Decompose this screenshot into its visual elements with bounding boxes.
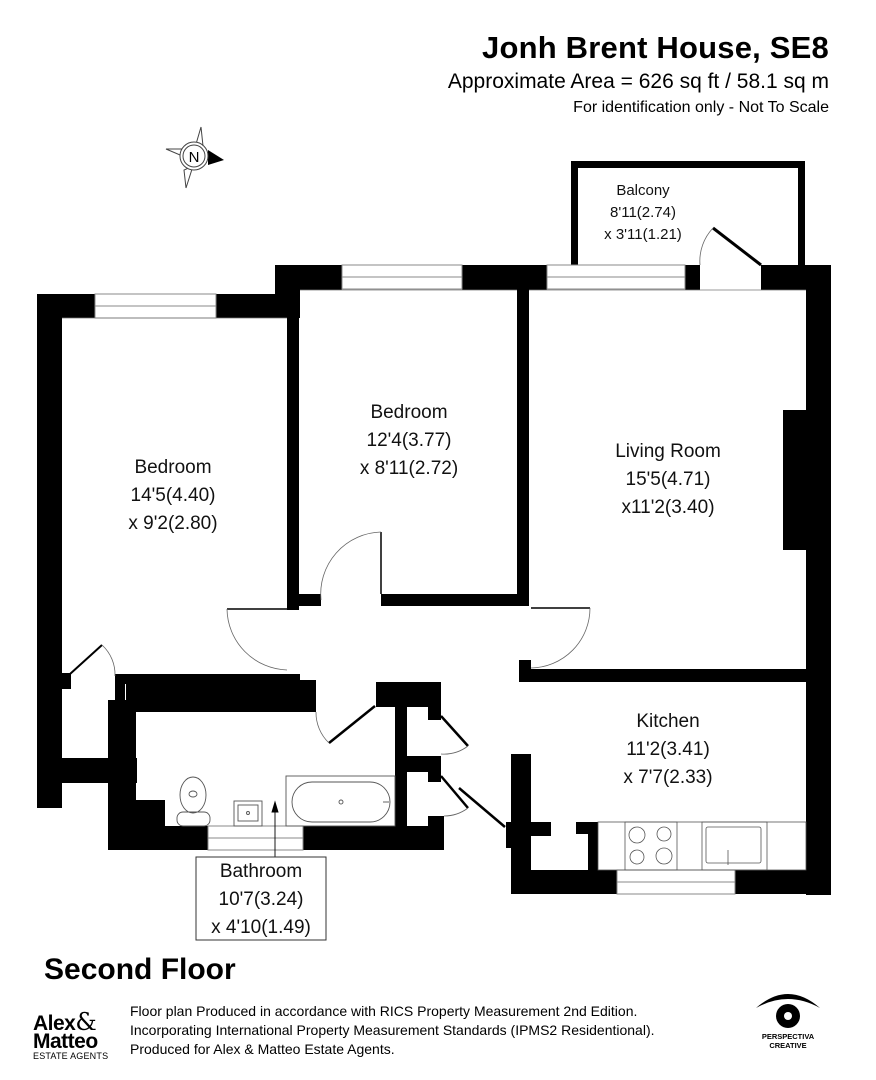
room-kitchen: Kitchen 11'2(3.41) x 7'7(2.33) [623, 711, 712, 788]
room-dimension: x 4'10(1.49) [211, 917, 311, 938]
footer-line-3: Produced for Alex & Matteo Estate Agents… [130, 1041, 395, 1057]
approximate-area: Approximate Area = 626 sq ft / 58.1 sq m [447, 70, 829, 93]
logo-line-2: Matteo [33, 1030, 98, 1053]
kitchen-sink-icon [701, 821, 768, 871]
plan-header: Jonh Brent House, SE8 Approximate Area =… [448, 30, 829, 119]
compass-north-label: N [189, 149, 200, 166]
room-balcony: Balcony 8'11(2.74) x 3'11(1.21) [604, 182, 682, 243]
arrow-indicator [271, 800, 279, 857]
balcony-door [712, 226, 762, 267]
room-dimension: x11'2(3.40) [621, 497, 714, 518]
room-dimension: x 8'11(2.72) [360, 458, 458, 479]
room-name: Kitchen [636, 711, 699, 732]
room-dimension: 12'4(3.77) [367, 430, 452, 451]
room-dimension: 10'7(3.24) [219, 889, 304, 910]
interior-lines [62, 289, 806, 319]
footer-line-2: Incorporating International Property Mea… [130, 1022, 655, 1038]
perspectiva-logo-icon [756, 994, 820, 1028]
footer-line-1: Floor plan Produced in accordance with R… [130, 1003, 638, 1019]
room-dimension: 14'5(4.40) [131, 485, 216, 506]
property-title: Jonh Brent House, SE8 [482, 30, 829, 65]
room-living-room: Living Room 15'5(4.71) x11'2(3.40) [615, 441, 721, 518]
creator-line-2: CREATIVE [769, 1041, 807, 1050]
walls [37, 161, 831, 895]
room-dimension: 15'5(4.71) [626, 469, 711, 490]
logo-line-3: ESTATE AGENTS [33, 1051, 109, 1061]
alex-matteo-logo: Alex& Matteo ESTATE AGENTS [33, 1010, 113, 1061]
floor-name: Second Floor [44, 953, 236, 986]
room-name: Bedroom [370, 402, 447, 423]
logo-ampersand: & [75, 1008, 97, 1036]
sink-icon [233, 800, 263, 827]
doors [69, 226, 762, 828]
footer-notes: Floor plan Produced in accordance with R… [130, 1002, 655, 1059]
scale-disclaimer: For identification only - Not To Scale [573, 99, 829, 116]
hob-icon [624, 821, 678, 871]
bathtub-icon [285, 775, 396, 827]
room-name: Living Room [615, 441, 721, 462]
bathroom-fixtures [176, 775, 396, 857]
perspectiva-creative-logo: PERSPECTIVA CREATIVE [748, 990, 828, 1050]
room-name: Balcony [616, 182, 670, 199]
windows [94, 264, 736, 895]
kitchen-fixtures [597, 821, 807, 871]
room-dimension: 8'11(2.74) [610, 204, 676, 221]
room-name: Bathroom [220, 861, 302, 882]
room-bathroom: Bathroom 10'7(3.24) x 4'10(1.49) [211, 861, 311, 938]
room-dimension: 11'2(3.41) [626, 739, 710, 760]
compass-icon: N [165, 126, 224, 189]
room-bedroom-2: Bedroom 12'4(3.77) x 8'11(2.72) [360, 402, 458, 479]
room-dimension: x 3'11(1.21) [604, 226, 682, 243]
logo-line-1: Alex [33, 1012, 76, 1035]
room-dimension: x 7'7(2.33) [623, 767, 712, 788]
room-name: Bedroom [134, 457, 211, 478]
toilet-icon [176, 776, 211, 827]
room-bedroom-1: Bedroom 14'5(4.40) x 9'2(2.80) [128, 457, 217, 534]
room-dimension: x 9'2(2.80) [128, 513, 217, 534]
creator-line-1: PERSPECTIVA [761, 1032, 815, 1041]
bathroom-label-box [195, 856, 327, 941]
